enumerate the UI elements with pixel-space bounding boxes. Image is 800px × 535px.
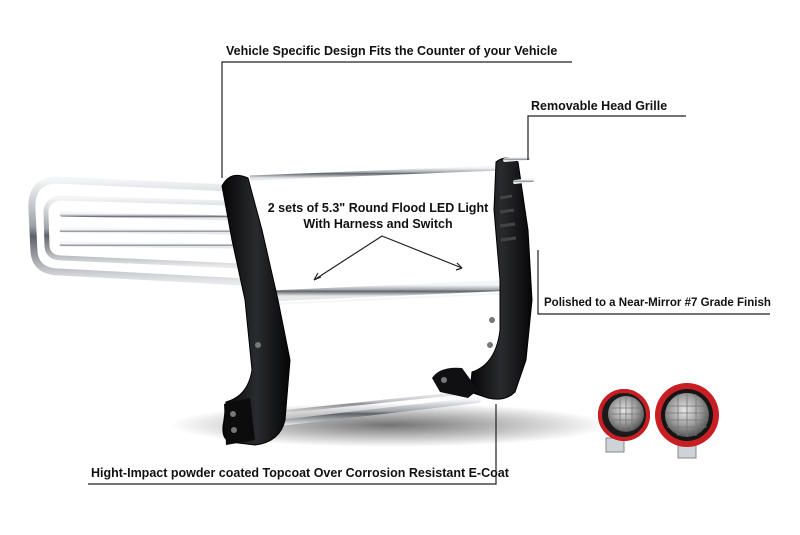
right-foot-bracket <box>432 367 478 398</box>
callout-design: Vehicle Specific Design Fits the Counter… <box>226 44 558 58</box>
callout-grille: Removable Head Grille <box>531 99 668 113</box>
callout-lights: 2 sets of 5.3" Round Flood LED Light Wit… <box>263 201 493 232</box>
left-upright <box>221 174 291 446</box>
callout-lines <box>88 61 770 485</box>
callout-line-coating <box>88 404 497 485</box>
callout-finish: Polished to a Near-Mirror #7 Grade Finis… <box>544 297 771 309</box>
callout-coating: Hight-Impact powder coated Topcoat Over … <box>91 466 509 480</box>
led-flood-light-left <box>598 389 650 453</box>
left-foot-bracket <box>224 398 255 445</box>
callout-line-grille <box>527 115 686 160</box>
led-flood-light-right <box>655 383 719 459</box>
lower-skid-bar <box>259 397 481 428</box>
callout-line-finish <box>537 250 770 315</box>
center-crossbar <box>264 279 521 302</box>
left-wing-guard <box>28 176 249 286</box>
callout-line-design <box>221 61 572 178</box>
callout-lights-line2: With Harness and Switch <box>303 216 453 231</box>
right-upright <box>469 157 533 400</box>
callout-lights-line1: 2 sets of 5.3" Round Flood LED Light <box>267 201 489 215</box>
callout-line-lights <box>313 235 463 281</box>
head-grille-slats <box>503 156 546 236</box>
top-rail <box>249 165 501 181</box>
